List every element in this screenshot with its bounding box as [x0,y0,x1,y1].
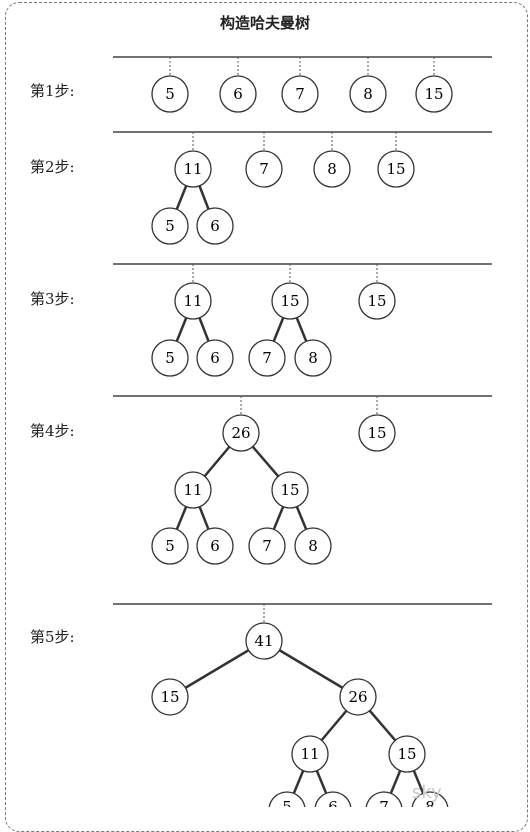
node-circle: 15 [358,414,396,452]
node-circle: 7 [245,150,283,188]
node-label: 8 [308,349,318,367]
node-label: 15 [367,292,386,310]
step-5-group: 41 15 26 11 15 5 6 7 8 [113,603,492,807]
node-circle: 8 [313,150,351,188]
step-4-group: 26 15 11 15 5 6 7 8 [113,395,492,565]
node-circle: 41 [245,622,283,660]
node-circle: 6 [196,207,234,245]
node-circle: 11 [291,735,329,773]
node-label: 7 [379,798,389,807]
node-circle: 8 [349,75,387,113]
node-circle: 11 [174,150,212,188]
node-label: 41 [254,632,273,650]
node-circle: 26 [339,678,377,716]
node-label: 11 [183,160,202,178]
node-circle: 15 [388,735,426,773]
node-circle: 15 [358,282,396,320]
node-label: 7 [262,349,272,367]
node-label: 5 [165,537,175,555]
node-label: 7 [295,85,305,103]
node-label: 26 [231,424,250,442]
node-circle: 6 [314,791,352,807]
node-label: 6 [210,217,220,235]
node-label: 5 [282,798,292,807]
step-3-label: 第3步: [30,290,75,308]
step-1-label: 第1步: [30,82,75,100]
huffman-tree-diagram: 5 6 7 8 15 11 7 8 15 5 6 11 15 15 5 6 7 [113,56,492,807]
node-label: 15 [160,688,179,706]
step-2-group: 11 7 8 15 5 6 [113,131,492,245]
node-circle: 5 [268,791,306,807]
node-label: 6 [328,798,338,807]
node-label: 26 [348,688,367,706]
step-4-label: 第4步: [30,422,75,440]
node-label: 7 [259,160,269,178]
node-circle: 5 [151,207,189,245]
node-label: 8 [425,798,435,807]
node-label: 8 [308,537,318,555]
node-circle: 6 [196,527,234,565]
node-circle: 15 [151,678,189,716]
node-label: 5 [165,349,175,367]
step-5-label: 第5步: [30,628,75,646]
node-circle: 5 [151,75,189,113]
node-circle: 7 [248,339,286,377]
node-label: 5 [165,217,175,235]
watermark-text: sky [412,782,442,803]
node-circle: 11 [174,471,212,509]
node-circle: 8 [411,791,449,807]
step-2-label: 第2步: [30,158,75,176]
node-label: 15 [367,424,386,442]
node-circle: 15 [271,471,309,509]
step-1-group: 5 6 7 8 15 [113,56,492,113]
node-label: 15 [397,745,416,763]
node-label: 15 [424,85,443,103]
node-circle: 5 [151,527,189,565]
node-label: 6 [210,537,220,555]
node-label: 15 [386,160,405,178]
node-circle: 5 [151,339,189,377]
node-circle: 15 [415,75,453,113]
node-label: 7 [262,537,272,555]
node-circle: 7 [281,75,319,113]
node-circle: 15 [271,282,309,320]
node-label: 6 [233,85,243,103]
node-label: 15 [280,292,299,310]
node-circle: 6 [219,75,257,113]
node-label: 15 [280,481,299,499]
node-circle: 7 [365,791,403,807]
step-3-group: 11 15 15 5 6 7 8 [113,263,492,377]
node-circle: 11 [174,282,212,320]
node-label: 11 [300,745,319,763]
node-label: 8 [327,160,337,178]
node-circle: 7 [248,527,286,565]
node-label: 5 [165,85,175,103]
node-circle: 15 [377,150,415,188]
node-circle: 8 [294,339,332,377]
node-circle: 6 [196,339,234,377]
node-label: 11 [183,481,202,499]
diagram-title: 构造哈夫曼树 [219,14,310,32]
node-circle: 8 [294,527,332,565]
node-circle: 26 [222,414,260,452]
node-label: 11 [183,292,202,310]
node-label: 6 [210,349,220,367]
node-label: 8 [363,85,373,103]
